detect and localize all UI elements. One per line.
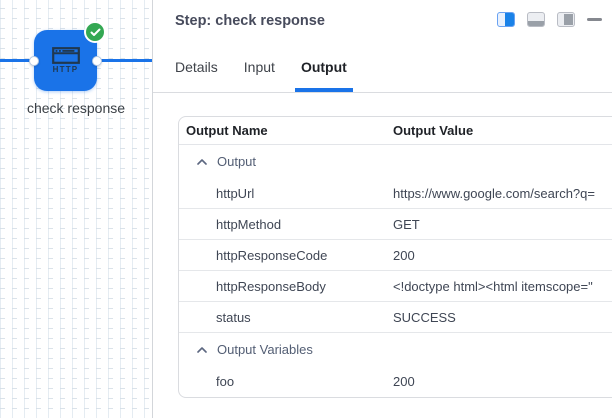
output-name: httpUrl bbox=[216, 185, 255, 201]
outgoing-edge bbox=[96, 59, 152, 62]
table-row: foo 200 bbox=[179, 366, 612, 397]
output-name: status bbox=[216, 309, 251, 325]
output-value: 200 bbox=[393, 247, 415, 263]
tab-output[interactable]: Output bbox=[294, 42, 353, 92]
panel-header: Step: check response bbox=[153, 0, 612, 42]
column-header-output-name: Output Name bbox=[186, 123, 268, 138]
bottom-panel-layout-icon[interactable] bbox=[527, 12, 545, 27]
canvas-panel-divider[interactable] bbox=[152, 0, 153, 418]
checkmark-icon bbox=[90, 28, 100, 36]
success-check-badge bbox=[84, 21, 106, 43]
node-label: check response bbox=[26, 100, 126, 116]
tab-input[interactable]: Input bbox=[243, 59, 275, 75]
incoming-edge bbox=[0, 59, 35, 62]
split-view-layout-icon[interactable] bbox=[497, 12, 515, 27]
output-value: SUCCESS bbox=[393, 309, 456, 325]
output-name: httpMethod bbox=[216, 216, 282, 232]
http-step-node[interactable]: HTTP bbox=[29, 21, 106, 91]
group-row-output[interactable]: Output bbox=[179, 145, 612, 178]
column-header-output-value: Output Value bbox=[393, 123, 474, 138]
output-value: 200 bbox=[393, 374, 415, 389]
table-row: httpResponseCode 200 bbox=[179, 240, 612, 271]
table-header-row: Output Name Output Value bbox=[179, 117, 612, 145]
output-table: Output Name Output Value Output httpUrl … bbox=[178, 116, 612, 398]
node-icon-label: HTTP bbox=[52, 65, 79, 74]
output-name: httpResponseBody bbox=[216, 278, 326, 294]
table-row: httpUrl https://www.google.com/search?q= bbox=[179, 178, 612, 209]
right-panel-layout-icon[interactable] bbox=[557, 12, 575, 27]
minimize-panel-icon[interactable] bbox=[587, 18, 602, 21]
group-label: Output Variables bbox=[217, 342, 313, 357]
workflow-canvas[interactable]: HTTP check response bbox=[0, 0, 152, 418]
input-port[interactable] bbox=[29, 55, 39, 66]
group-label: Output bbox=[217, 154, 257, 169]
output-tab-content: Output Name Output Value Output httpUrl … bbox=[153, 93, 612, 398]
panel-layout-controls bbox=[497, 12, 602, 27]
output-value: https://www.google.com/search?q= bbox=[393, 185, 595, 201]
table-row: status SUCCESS bbox=[179, 302, 612, 333]
chevron-up-icon bbox=[197, 158, 207, 165]
output-value: GET bbox=[393, 216, 420, 232]
output-name: httpResponseCode bbox=[216, 247, 328, 263]
step-details-panel: Step: check response Details Input Outpu… bbox=[153, 0, 612, 418]
table-row: httpResponseBody <!doctype html><html it… bbox=[179, 271, 612, 302]
output-name: foo bbox=[216, 374, 235, 389]
panel-tabs: Details Input Output bbox=[153, 42, 612, 93]
panel-title: Step: check response bbox=[175, 13, 325, 29]
table-row: httpMethod GET bbox=[179, 209, 612, 240]
tab-details[interactable]: Details bbox=[175, 59, 218, 75]
group-row-output-variables[interactable]: Output Variables bbox=[179, 333, 612, 366]
browser-window-icon bbox=[51, 47, 80, 64]
chevron-up-icon bbox=[197, 346, 207, 353]
output-port[interactable] bbox=[92, 55, 102, 66]
output-value: <!doctype html><html itemscope=" bbox=[393, 278, 593, 294]
